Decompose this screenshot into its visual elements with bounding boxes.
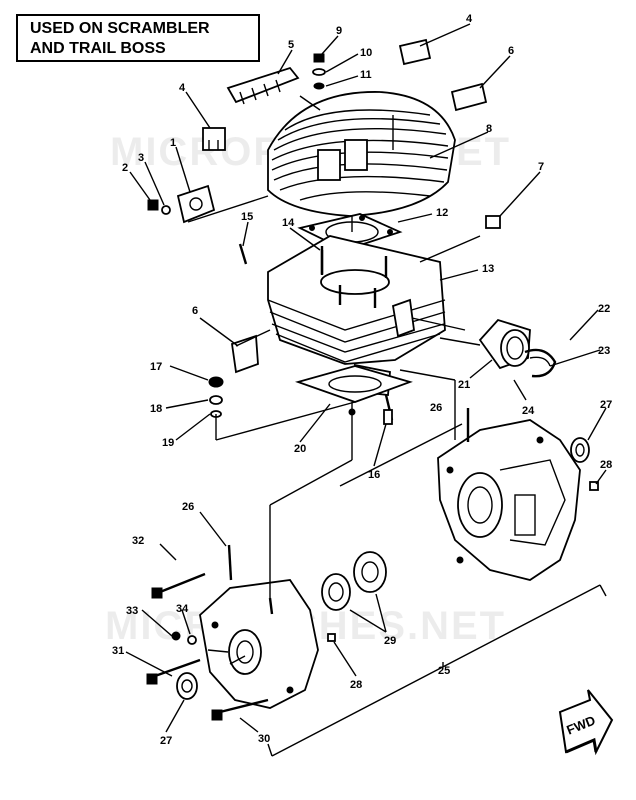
head-nut-washers [312, 53, 326, 90]
leader-lines [125, 23, 607, 733]
callout-20: 20 [294, 443, 306, 455]
callout-27-left: 27 [160, 735, 172, 747]
fin-damper-4-right [398, 38, 432, 66]
callout-2: 2 [122, 162, 128, 174]
callout-3: 3 [138, 152, 144, 164]
callout-30: 30 [258, 733, 270, 745]
title-box: USED ON SCRAMBLER AND TRAIL BOSS [16, 14, 260, 62]
assembly-bracket-25 [267, 584, 607, 757]
callout-19: 19 [162, 437, 174, 449]
callout-5: 5 [288, 39, 294, 51]
fin-damper-6-top [450, 82, 488, 112]
callout-13: 13 [482, 263, 494, 275]
cylinder-head [267, 91, 456, 217]
callout-4-right: 4 [466, 13, 473, 25]
forward-direction-arrow: FWD [558, 689, 614, 756]
callout-25: 25 [438, 665, 450, 677]
intake-manifold [478, 318, 531, 370]
callout-17: 17 [150, 361, 162, 373]
main-bearings [321, 551, 387, 611]
callout-24: 24 [522, 405, 535, 417]
exhaust-flange-gasket [176, 184, 216, 224]
fin-damper-4-left [202, 127, 226, 151]
plug-7 [485, 215, 501, 229]
crankcase-bolts [146, 572, 269, 721]
callout-11: 11 [360, 69, 372, 81]
oil-seal-left [176, 672, 198, 700]
callout-23: 23 [598, 345, 610, 357]
callout-12: 12 [436, 207, 448, 219]
callout-26-right: 26 [430, 402, 442, 414]
intake-clamp [524, 348, 557, 378]
callout-31: 31 [112, 645, 124, 657]
fin-damper-5 [226, 66, 300, 105]
callout-6-left: 6 [192, 305, 198, 317]
callout-26-left: 26 [182, 501, 194, 513]
title-line-2: AND TRAIL BOSS [30, 40, 166, 57]
title-line-1: USED ON SCRAMBLER [30, 20, 210, 37]
callout-16: 16 [368, 469, 380, 481]
callout-4-left: 4 [179, 82, 186, 94]
base-gasket [295, 365, 413, 416]
callout-1: 1 [170, 137, 176, 149]
callout-14: 14 [282, 217, 295, 229]
callout-27-right: 27 [600, 399, 612, 411]
nut-washer-2-3 [147, 199, 171, 215]
callout-28-left: 28 [350, 679, 362, 691]
callout-8: 8 [486, 123, 492, 135]
callout-29: 29 [384, 635, 396, 647]
callout-18: 18 [150, 403, 162, 415]
crankcase-left-half [199, 544, 319, 709]
callout-15: 15 [241, 211, 253, 223]
studs [238, 243, 324, 274]
callout-6-top: 6 [508, 45, 514, 57]
callout-21: 21 [458, 379, 470, 391]
oil-seal-right [570, 437, 590, 463]
base-nut-washers [208, 376, 224, 418]
callout-33: 33 [126, 605, 138, 617]
callout-22: 22 [598, 303, 610, 315]
crankcase-right-half [437, 408, 581, 581]
alignment-lines [187, 95, 481, 665]
callout-28-right: 28 [600, 459, 612, 471]
callout-10: 10 [360, 47, 372, 59]
dowel-pins [327, 481, 599, 642]
pulse-fitting [383, 394, 394, 425]
callout-9: 9 [336, 25, 342, 37]
callout-32: 32 [132, 535, 144, 547]
callout-7: 7 [538, 161, 544, 173]
callout-34: 34 [176, 603, 189, 615]
